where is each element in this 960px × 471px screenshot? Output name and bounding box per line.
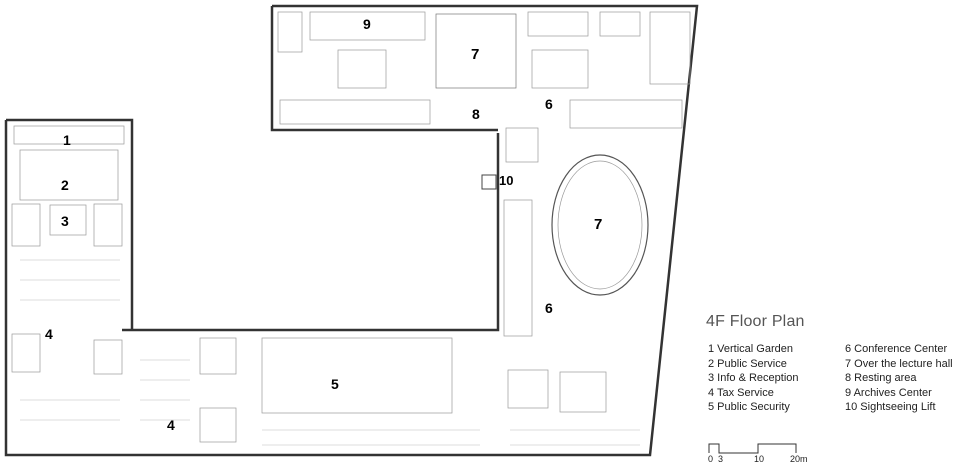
legend-item: 1 Vertical Garden [708,343,793,355]
core-east [559,371,607,413]
core-west-1 [11,203,41,247]
vertical-garden [13,125,125,145]
scale-tick-20m: 20m [790,454,808,464]
info-reception [49,204,87,236]
conference-side-rooms [503,199,533,337]
plan-label-2: 2 [61,177,69,193]
lecture-hall-oval [551,154,649,296]
plan-label-10: 10 [499,173,514,188]
plan-label-1: 1 [63,132,71,148]
wall-outline-middle [122,133,500,332]
room-east-box [505,127,539,163]
core-south-east [507,369,549,409]
legend-column-right: 6 Conference Center 7 Over the lecture h… [845,342,953,415]
legend-item: 5 Public Security [708,401,790,414]
plan-label-9: 9 [363,16,371,32]
plan-label-3: 3 [61,213,69,229]
floor-plan-title: 4F Floor Plan [706,313,805,330]
plan-label-6b: 6 [545,300,553,316]
scale-tick-0: 0 [708,454,714,464]
scale-tick-3: 3 [718,454,724,464]
plan-label-8: 8 [472,106,480,122]
legend-item: 9 Archives Center [845,386,932,399]
wall-outline-south [4,120,500,457]
sightseeing-lift [481,174,497,190]
conference-room-n1 [527,11,589,37]
lecture-hall-upper-void [435,13,517,89]
legend-item: 8 Resting area [845,372,917,385]
core-north-2 [531,49,589,89]
plan-label-6a: 6 [545,96,553,112]
plan-label-7b: 7 [594,216,603,233]
resting-area [279,99,431,125]
core-west-2 [93,203,123,247]
legend-item: 4 Tax Service [708,386,774,399]
plan-label-7a: 7 [471,46,480,63]
core-west-3 [11,333,41,373]
scale-bar: 0 3 10 20m [708,441,808,471]
room-north-east [569,99,683,129]
archives-shelving [277,11,303,53]
public-service-area [19,149,119,201]
legend-item: 7 Over the lecture hall [845,357,953,370]
legend-item: 6 Conference Center [845,343,948,355]
plan-label-4b: 4 [167,417,175,433]
core-west-4 [93,339,123,375]
conference-room-long [649,11,691,85]
scale-bar-graphic [708,443,797,454]
wall-outline-north-wing [270,6,498,132]
legend-item: 3 Info & Reception [708,372,799,385]
legend-item: 2 Public Service [708,357,787,370]
core-south-2 [199,407,237,443]
public-security-area [261,337,453,414]
conference-room-n2 [599,11,641,37]
legend-column-left: 1 Vertical Garden 2 Public Service 3 Inf… [708,342,799,415]
archives-room [309,11,426,41]
core-south-1 [199,337,237,375]
core-north [337,49,387,89]
wall-outline-west-wing [6,118,134,330]
legend-item: 10 Sightseeing Lift [845,401,936,414]
wall-outline-top [272,4,699,457]
plan-label-5: 5 [331,376,339,392]
plan-label-4a: 4 [45,326,53,342]
scale-tick-10: 10 [754,454,765,464]
